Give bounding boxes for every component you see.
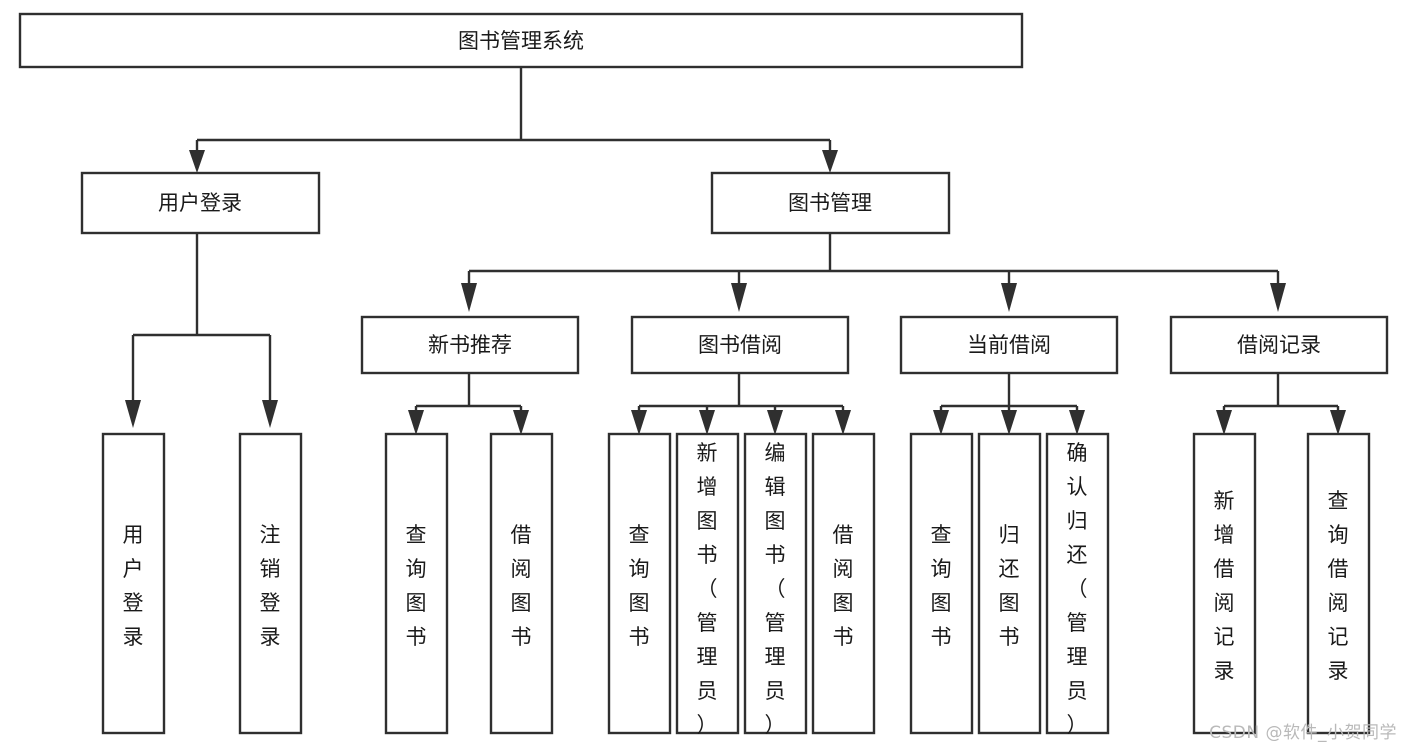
leaf-add-borrow-record[interactable]: 新增借阅记录 — [1192, 432, 1257, 735]
node-current-borrow-box[interactable] — [899, 315, 1119, 375]
node-borrow-record-box[interactable] — [1169, 315, 1389, 375]
leaf-query-book-1[interactable]: 查询图书 — [384, 432, 449, 735]
arrow-head-leaf-query-book-2 — [631, 410, 647, 435]
node-borrow-record-label: 借阅记录 — [1237, 333, 1321, 357]
leaf-user-login[interactable]: 用户登录 — [101, 432, 166, 735]
node-book-manage-label: 图书管理 — [788, 191, 872, 215]
arrow-head-leaf-edit-book-admin — [767, 410, 783, 435]
leaf-return-book-box[interactable] — [977, 432, 1042, 735]
leaf-edit-book-admin-label: 编辑图书（管理员） — [765, 441, 786, 737]
node-new-book-recommend-box[interactable] — [360, 315, 580, 375]
leaf-query-book-2[interactable]: 查询图书 — [607, 432, 672, 735]
arrow-head-leaf-borrow-book-2 — [835, 410, 851, 435]
leaf-confirm-return-admin-label: 确认归还（管理员） — [1067, 441, 1088, 737]
leaf-add-book-admin[interactable]: 新增图书（管理员） — [675, 432, 740, 737]
leaf-return-book-label: 归还图书 — [999, 523, 1020, 649]
connector-layer — [125, 67, 1346, 435]
leaf-query-borrow-record[interactable]: 查询借阅记录 — [1306, 432, 1371, 735]
leaf-query-book-2-box[interactable] — [607, 432, 672, 735]
leaf-add-borrow-record-label: 新增借阅记录 — [1214, 489, 1235, 683]
arrow-head-leaf-confirm-return-admin — [1069, 410, 1085, 435]
arrow-head-leaf-user-login — [125, 400, 141, 428]
leaf-user-login-label: 用户登录 — [123, 523, 144, 649]
arrow-head-leaf-add-book-admin — [699, 410, 715, 435]
leaf-borrow-book-1-box[interactable] — [489, 432, 554, 735]
leaf-borrow-book-2[interactable]: 借阅图书 — [811, 432, 876, 735]
node-book-manage-box[interactable] — [710, 171, 951, 235]
leaf-user-login-box[interactable] — [101, 432, 166, 735]
leaf-query-borrow-record-box[interactable] — [1306, 432, 1371, 735]
leaf-query-book-3-label: 查询图书 — [931, 523, 952, 649]
leaf-return-book[interactable]: 归还图书 — [977, 432, 1042, 735]
node-current-borrow[interactable]: 当前借阅 — [899, 315, 1119, 375]
node-book-borrow-box[interactable] — [630, 315, 850, 375]
node-new-book-recommend-label: 新书推荐 — [428, 333, 512, 357]
node-book-manage[interactable]: 图书管理 — [710, 171, 951, 235]
arrow-head-new-book-recommend — [461, 283, 477, 312]
node-book-borrow-label: 图书借阅 — [698, 333, 782, 357]
leaf-user-logout-box[interactable] — [238, 432, 303, 735]
node-current-borrow-label: 当前借阅 — [967, 333, 1051, 357]
arrow-head-leaf-query-book-1 — [408, 410, 424, 435]
arrow-head-leaf-query-borrow-record — [1330, 410, 1346, 435]
leaf-borrow-book-1[interactable]: 借阅图书 — [489, 432, 554, 735]
arrow-head-current-borrow — [1001, 283, 1017, 312]
leaf-add-borrow-record-box[interactable] — [1192, 432, 1257, 735]
node-user-login[interactable]: 用户登录 — [80, 171, 321, 235]
node-root-label: 图书管理系统 — [458, 29, 584, 53]
node-user-login-label: 用户登录 — [158, 191, 242, 215]
leaf-confirm-return-admin-box[interactable] — [1045, 432, 1110, 735]
leaf-query-book-1-box[interactable] — [384, 432, 449, 735]
arrow-head-leaf-user-logout — [262, 400, 278, 428]
leaf-edit-book-admin[interactable]: 编辑图书（管理员） — [743, 432, 808, 737]
arrow-head-user-login — [189, 150, 205, 173]
arrow-head-leaf-add-borrow-record — [1216, 410, 1232, 435]
leaf-user-logout-label: 注销登录 — [260, 523, 281, 649]
leaf-query-book-2-label: 查询图书 — [629, 523, 650, 649]
node-book-borrow[interactable]: 图书借阅 — [630, 315, 850, 375]
arrow-head-book-borrow — [731, 283, 747, 312]
leaf-query-book-3-box[interactable] — [909, 432, 974, 735]
arrow-head-leaf-return-book — [1001, 410, 1017, 435]
leaf-query-borrow-record-label: 查询借阅记录 — [1328, 489, 1349, 683]
leaf-borrow-book-1-label: 借阅图书 — [511, 523, 532, 649]
node-borrow-record[interactable]: 借阅记录 — [1169, 315, 1389, 375]
arrow-head-leaf-borrow-book-1 — [513, 410, 529, 435]
leaf-query-book-3[interactable]: 查询图书 — [909, 432, 974, 735]
leaf-query-book-1-label: 查询图书 — [406, 523, 427, 649]
leaf-confirm-return-admin[interactable]: 确认归还（管理员） — [1045, 432, 1110, 737]
arrow-head-borrow-record — [1270, 283, 1286, 312]
leaf-borrow-book-2-label: 借阅图书 — [833, 523, 854, 649]
arrow-head-leaf-query-book-3 — [933, 410, 949, 435]
leaf-add-book-admin-label: 新增图书（管理员） — [697, 441, 718, 737]
leaf-borrow-book-2-box[interactable] — [811, 432, 876, 735]
leaf-edit-book-admin-box[interactable] — [743, 432, 808, 735]
node-root-box[interactable] — [18, 12, 1024, 69]
node-new-book-recommend[interactable]: 新书推荐 — [360, 315, 580, 375]
node-user-login-box[interactable] — [80, 171, 321, 235]
arrow-head-book-manage — [822, 150, 838, 173]
node-root[interactable]: 图书管理系统 — [18, 12, 1024, 69]
leaf-add-book-admin-box[interactable] — [675, 432, 740, 735]
leaf-user-logout[interactable]: 注销登录 — [238, 432, 303, 735]
